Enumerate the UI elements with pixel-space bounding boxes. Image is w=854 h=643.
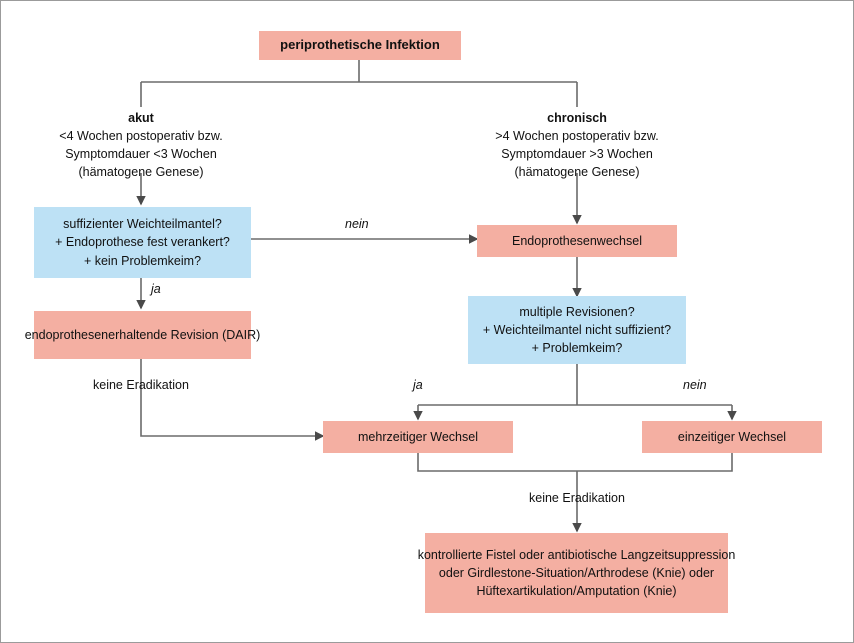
decision-soft-tissue-line-1: suffizienter Weichteilmantel?	[63, 217, 222, 232]
edge-label-keine-eradikation-left: keine Eradikation	[93, 378, 189, 392]
node-einzeitiger-wechsel-label: einzeitiger Wechsel	[677, 429, 787, 444]
edge-label-nein-one-stage: nein	[683, 378, 707, 392]
branch-akut-line-3: (hämatogene Genese)	[78, 165, 204, 180]
node-salvage-options[interactable]: kontrollierte Fistel oder antibiotische …	[418, 533, 735, 613]
edge-two-stage-join	[417, 453, 577, 472]
node-dair[interactable]: endoprothesenerhaltende Revision (DAIR)	[25, 311, 260, 359]
decision-multiple-line-2: + Weichteilmantel nicht suffizient?	[482, 322, 672, 337]
decision-multiple-line-1: multiple Revisionen?	[519, 304, 635, 319]
decision-multiple-line-3: + Problemkeim?	[531, 341, 623, 356]
branch-chronisch-line-2: Symptomdauer >3 Wochen	[501, 147, 653, 162]
node-decision-weichteilmantel[interactable]: suffizienter Weichteilmantel? + Endoprot…	[34, 207, 251, 278]
salvage-line-2: oder Girdlestone-Situation/Arthrodese (K…	[438, 565, 715, 580]
decision-soft-tissue-line-3: + kein Problemkeim?	[83, 253, 202, 268]
branch-chronisch-line-3: (hämatogene Genese)	[514, 165, 640, 180]
branch-chronisch: chronisch >4 Wochen postoperativ bzw. Sy…	[462, 109, 692, 182]
branch-chronisch-heading: chronisch	[547, 111, 607, 125]
edge-label-ja-dair: ja	[151, 282, 161, 296]
decision-soft-tissue-line-2: + Endoprothese fest verankert?	[55, 235, 230, 250]
branch-akut: akut <4 Wochen postoperativ bzw. Symptom…	[26, 109, 256, 182]
node-dair-label: endoprothesenerhaltende Revision (DAIR)	[24, 327, 261, 342]
node-endoprothesenwechsel[interactable]: Endoprothesenwechsel	[477, 225, 677, 257]
edge-dair-to-two-stage	[140, 359, 325, 441]
branch-akut-heading: akut	[128, 111, 154, 125]
node-periprothetische-infektion[interactable]: periprothetische Infektion	[259, 31, 461, 60]
edge-label-keine-eradikation-bottom: keine Eradikation	[529, 491, 625, 505]
edge-label-nein-exchange: nein	[345, 217, 369, 231]
salvage-line-3: Hüftexartikulation/Amputation (Knie)	[476, 584, 677, 599]
node-einzeitiger-wechsel[interactable]: einzeitiger Wechsel	[642, 421, 822, 453]
branch-akut-line-1: <4 Wochen postoperativ bzw.	[59, 129, 223, 144]
node-decision-multiple-revisionen[interactable]: multiple Revisionen? + Weichteilmantel n…	[468, 296, 686, 364]
edge-one-stage-join	[577, 453, 733, 472]
branch-chronisch-line-1: >4 Wochen postoperativ bzw.	[495, 129, 659, 144]
branch-akut-line-2: Symptomdauer <3 Wochen	[65, 147, 217, 162]
node-endoprothesenwechsel-label: Endoprothesenwechsel	[512, 233, 642, 248]
node-mehrzeitiger-wechsel[interactable]: mehrzeitiger Wechsel	[323, 421, 513, 453]
node-root-label: periprothetische Infektion	[280, 37, 440, 53]
node-mehrzeitiger-wechsel-label: mehrzeitiger Wechsel	[358, 429, 478, 444]
edge-label-ja-two-stage: ja	[413, 378, 423, 392]
salvage-line-1: kontrollierte Fistel oder antibiotische …	[417, 547, 736, 562]
